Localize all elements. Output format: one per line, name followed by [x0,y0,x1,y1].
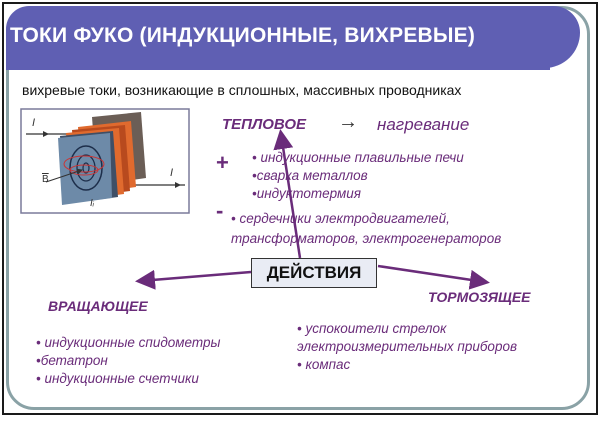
rotating-action-label: ВРАЩАЮЩЕЕ [48,298,148,314]
list-item: •бетатрон [36,353,108,368]
list-item: • успокоители стрелок [297,321,447,336]
arrow-to-thermal [273,129,302,259]
list-item: •индуктотермия [252,186,361,201]
list-item: •сварка металлов [252,168,368,183]
thermal-result: нагревание [377,115,470,134]
list-item: трансформаторов, электрогенераторов [231,231,502,246]
field-label: B [42,174,49,185]
title-underline [6,67,550,70]
minus-list: • сердечники электродвигателей, трансфор… [231,210,501,248]
rotating-list: • индукционные спидометры •бетатрон • ин… [36,334,220,388]
list-item: • индукционные плавильные печи [252,150,464,165]
eddy-current-label: Iᵢ [90,198,95,209]
list-item: • индукционные спидометры [36,335,221,350]
braking-action-label: ТОРМОЗЯЩЕЕ [428,289,531,305]
subtitle: вихревые токи, возникающие в сплошных, м… [22,82,462,98]
list-item: • сердечники электродвигателей, [231,211,450,226]
arrow-right-icon: → [338,111,358,133]
minus-sign: - [216,198,224,223]
list-item: • компас [297,357,351,372]
plus-list: • индукционные плавильные печи •сварка м… [252,149,464,203]
plus-sign: + [216,150,229,175]
coil-illustration [58,112,146,205]
thermal-action-label: ТЕПЛОВОЕ [222,116,307,133]
page-title: ТОКИ ФУКО (ИНДУКЦИОННЫЕ, ВИХРЕВЫЕ) [10,24,476,47]
current-label-top: I [32,117,36,129]
actions-box: ДЕЙСТВИЯ [251,258,377,288]
current-label-right: I [170,167,174,179]
braking-list: • успокоители стрелок электроизмерительн… [297,320,517,374]
arrow-to-braking [377,264,490,290]
field-vector [45,168,83,183]
title-banner: ТОКИ ФУКО (ИНДУКЦИОННЫЕ, ВИХРЕВЫЕ) [6,6,580,68]
arrow-to-rotating [135,269,252,290]
list-item: электроизмерительных приборов [297,339,518,354]
list-item: • индукционные счетчики [36,371,199,386]
